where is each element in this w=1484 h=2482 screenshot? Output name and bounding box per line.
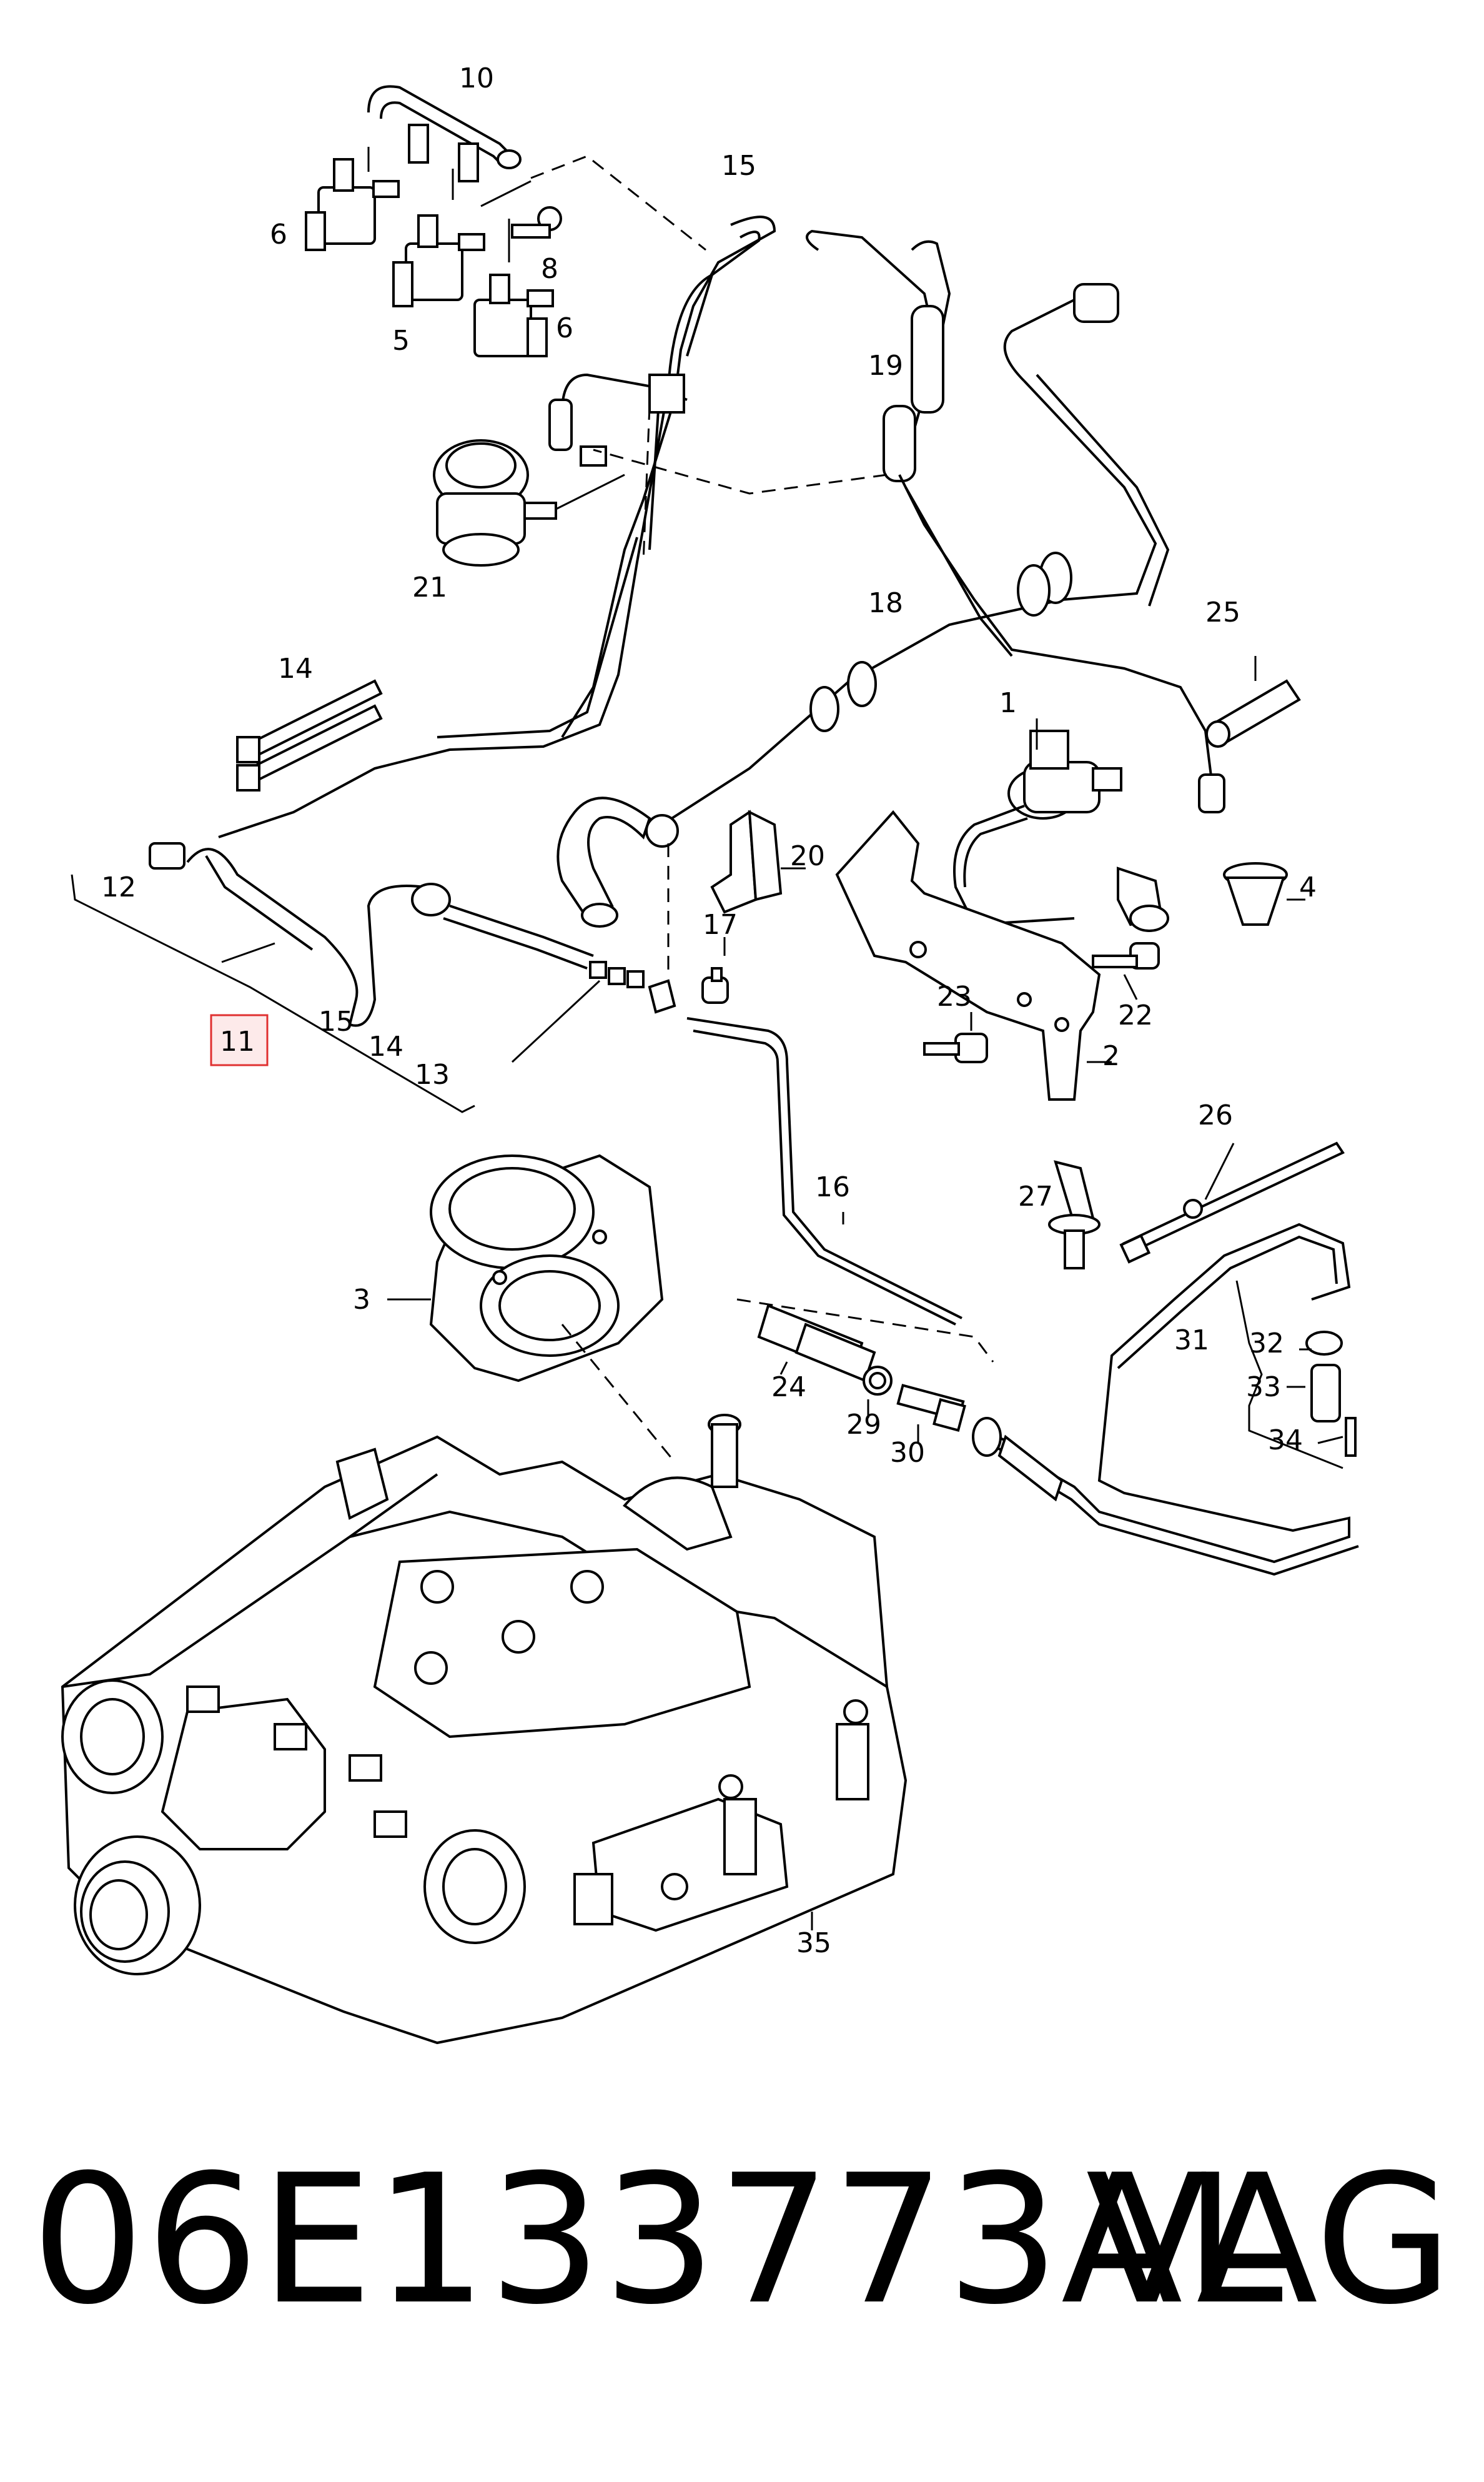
callout-11: 11	[220, 1026, 255, 1058]
valve-1	[1007, 730, 1122, 820]
callout-6-left: 6	[270, 219, 287, 251]
connector-13	[589, 961, 676, 1014]
hose-15-top	[561, 216, 776, 738]
tube-small-upper	[548, 373, 688, 467]
callout-4: 4	[1299, 871, 1317, 903]
callout-32: 32	[1249, 1328, 1284, 1359]
hose-18	[661, 283, 1170, 826]
clip-27	[1048, 1160, 1101, 1269]
valve-6-right	[473, 274, 554, 357]
callout-18: 18	[868, 587, 903, 619]
callout-20: 20	[790, 840, 825, 872]
grommet-4	[1223, 862, 1288, 926]
bolt-17	[701, 967, 729, 1004]
callout-13: 13	[415, 1059, 450, 1091]
callout-12: 12	[101, 871, 136, 903]
hose-33	[1310, 1364, 1341, 1422]
callout-15-top: 15	[721, 150, 756, 182]
pipe-34	[1345, 1417, 1357, 1457]
callout-35: 35	[796, 1927, 831, 1959]
valve-21	[433, 439, 557, 567]
callout-15-left: 15	[319, 1006, 354, 1038]
tie-26	[1119, 1141, 1345, 1264]
callout-34: 34	[1268, 1424, 1303, 1456]
bolt-8	[511, 206, 562, 239]
connector-30	[896, 1384, 966, 1432]
intake-manifold-35	[61, 1414, 908, 2045]
callout-14-left: 14	[369, 1031, 403, 1063]
callout-33: 33	[1246, 1371, 1281, 1403]
line-16	[686, 1017, 962, 1326]
parts-diagram: 10 15 6 8 5 6 19 21 18 25 14 1 20 12 4 1…	[61, 62, 1359, 2045]
callout-8: 8	[541, 253, 558, 285]
callout-29: 29	[846, 1409, 881, 1441]
callout-25: 25	[1205, 597, 1240, 628]
bolt-23	[923, 1033, 988, 1063]
callout-6-right: 6	[556, 312, 573, 344]
pipe-10	[367, 85, 522, 182]
callout-2: 2	[1102, 1040, 1120, 1072]
callout-3: 3	[353, 1284, 370, 1316]
valve-5	[392, 214, 485, 307]
callout-23: 23	[937, 981, 972, 1013]
callout-5: 5	[392, 325, 410, 357]
callout-17: 17	[703, 909, 738, 941]
tie-14-top	[236, 679, 383, 792]
callout-10: 10	[459, 62, 494, 94]
throttle-body-3	[429, 1154, 664, 1382]
connector-elbow-right	[1117, 866, 1169, 932]
callout-22: 22	[1118, 1000, 1153, 1031]
callout-30: 30	[890, 1437, 925, 1469]
callout-19: 19	[868, 350, 903, 382]
bracket-2	[835, 810, 1101, 1101]
callout-26: 26	[1198, 1100, 1233, 1131]
valve-6-left	[305, 158, 400, 251]
hose-19	[806, 229, 951, 482]
callout-31: 31	[1174, 1324, 1209, 1356]
brand-label: VAG	[1086, 2137, 1453, 2344]
callout-16: 16	[815, 1171, 850, 1203]
hose-left-bundle	[149, 842, 594, 1027]
clamp-32	[1305, 1331, 1343, 1356]
callout-27: 27	[1018, 1181, 1053, 1213]
callout-21: 21	[412, 572, 447, 603]
bolt-22	[1092, 942, 1160, 970]
elbow-hose	[556, 797, 679, 928]
callout-24: 24	[771, 1371, 806, 1403]
clamp-29	[863, 1366, 893, 1396]
callout-11-box: 11	[210, 1014, 269, 1066]
part-number: 06E133773AL	[31, 2137, 1285, 2344]
clip-20	[710, 810, 783, 914]
callout-1: 1	[999, 687, 1017, 719]
callout-14-top: 14	[278, 653, 313, 685]
hose-25	[1205, 679, 1301, 748]
hose-24	[757, 1304, 876, 1382]
line-31	[972, 1223, 1359, 1576]
